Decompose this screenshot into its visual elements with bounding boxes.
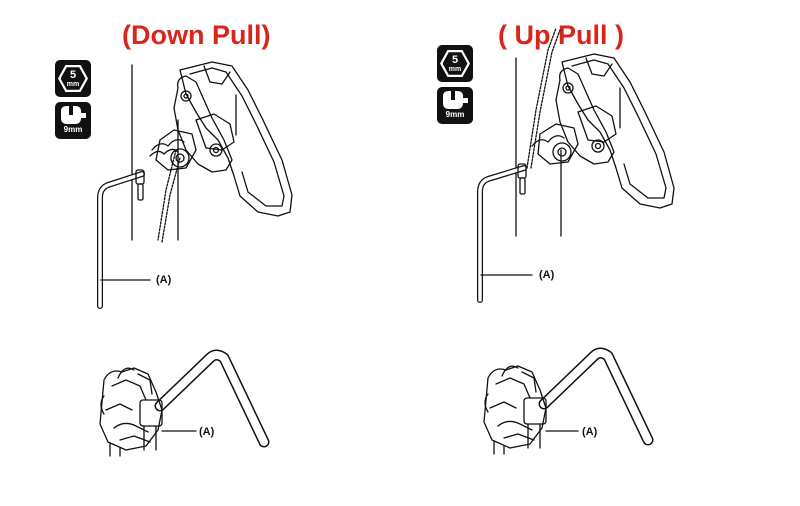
- right-caliper-illustration: [477, 27, 675, 303]
- wrench-9mm-icon: 9mm: [437, 87, 473, 124]
- wrench-shape-icon: [443, 91, 468, 109]
- hex-unit-label: mm: [448, 65, 462, 73]
- right-detail-illustration: [483, 347, 654, 455]
- hex-key-5mm-icon: 5 mm: [437, 45, 473, 82]
- down-pull-title: (Down Pull): [122, 20, 271, 50]
- left-detail-illustration: [99, 349, 270, 457]
- left-caliper-illustration: [97, 61, 293, 309]
- hex-size-label: 5: [69, 68, 77, 81]
- wrench-size-label: 9mm: [445, 110, 465, 119]
- callout-a-right-bottom: (A): [582, 426, 598, 438]
- wrench-shape-icon: [61, 106, 86, 124]
- hex-unit-label: mm: [66, 80, 80, 88]
- callout-a-left-top: (A): [156, 274, 172, 286]
- hex-size-label: 5: [451, 53, 459, 66]
- callout-a-right-top: (A): [539, 269, 555, 281]
- hex-key-5mm-icon: 5 mm: [55, 60, 91, 97]
- up-pull-title: ( Up Pull ): [498, 20, 624, 50]
- wrench-9mm-icon: 9mm: [55, 102, 91, 139]
- callout-a-left-bottom: (A): [199, 426, 215, 438]
- wrench-size-label: 9mm: [63, 125, 83, 134]
